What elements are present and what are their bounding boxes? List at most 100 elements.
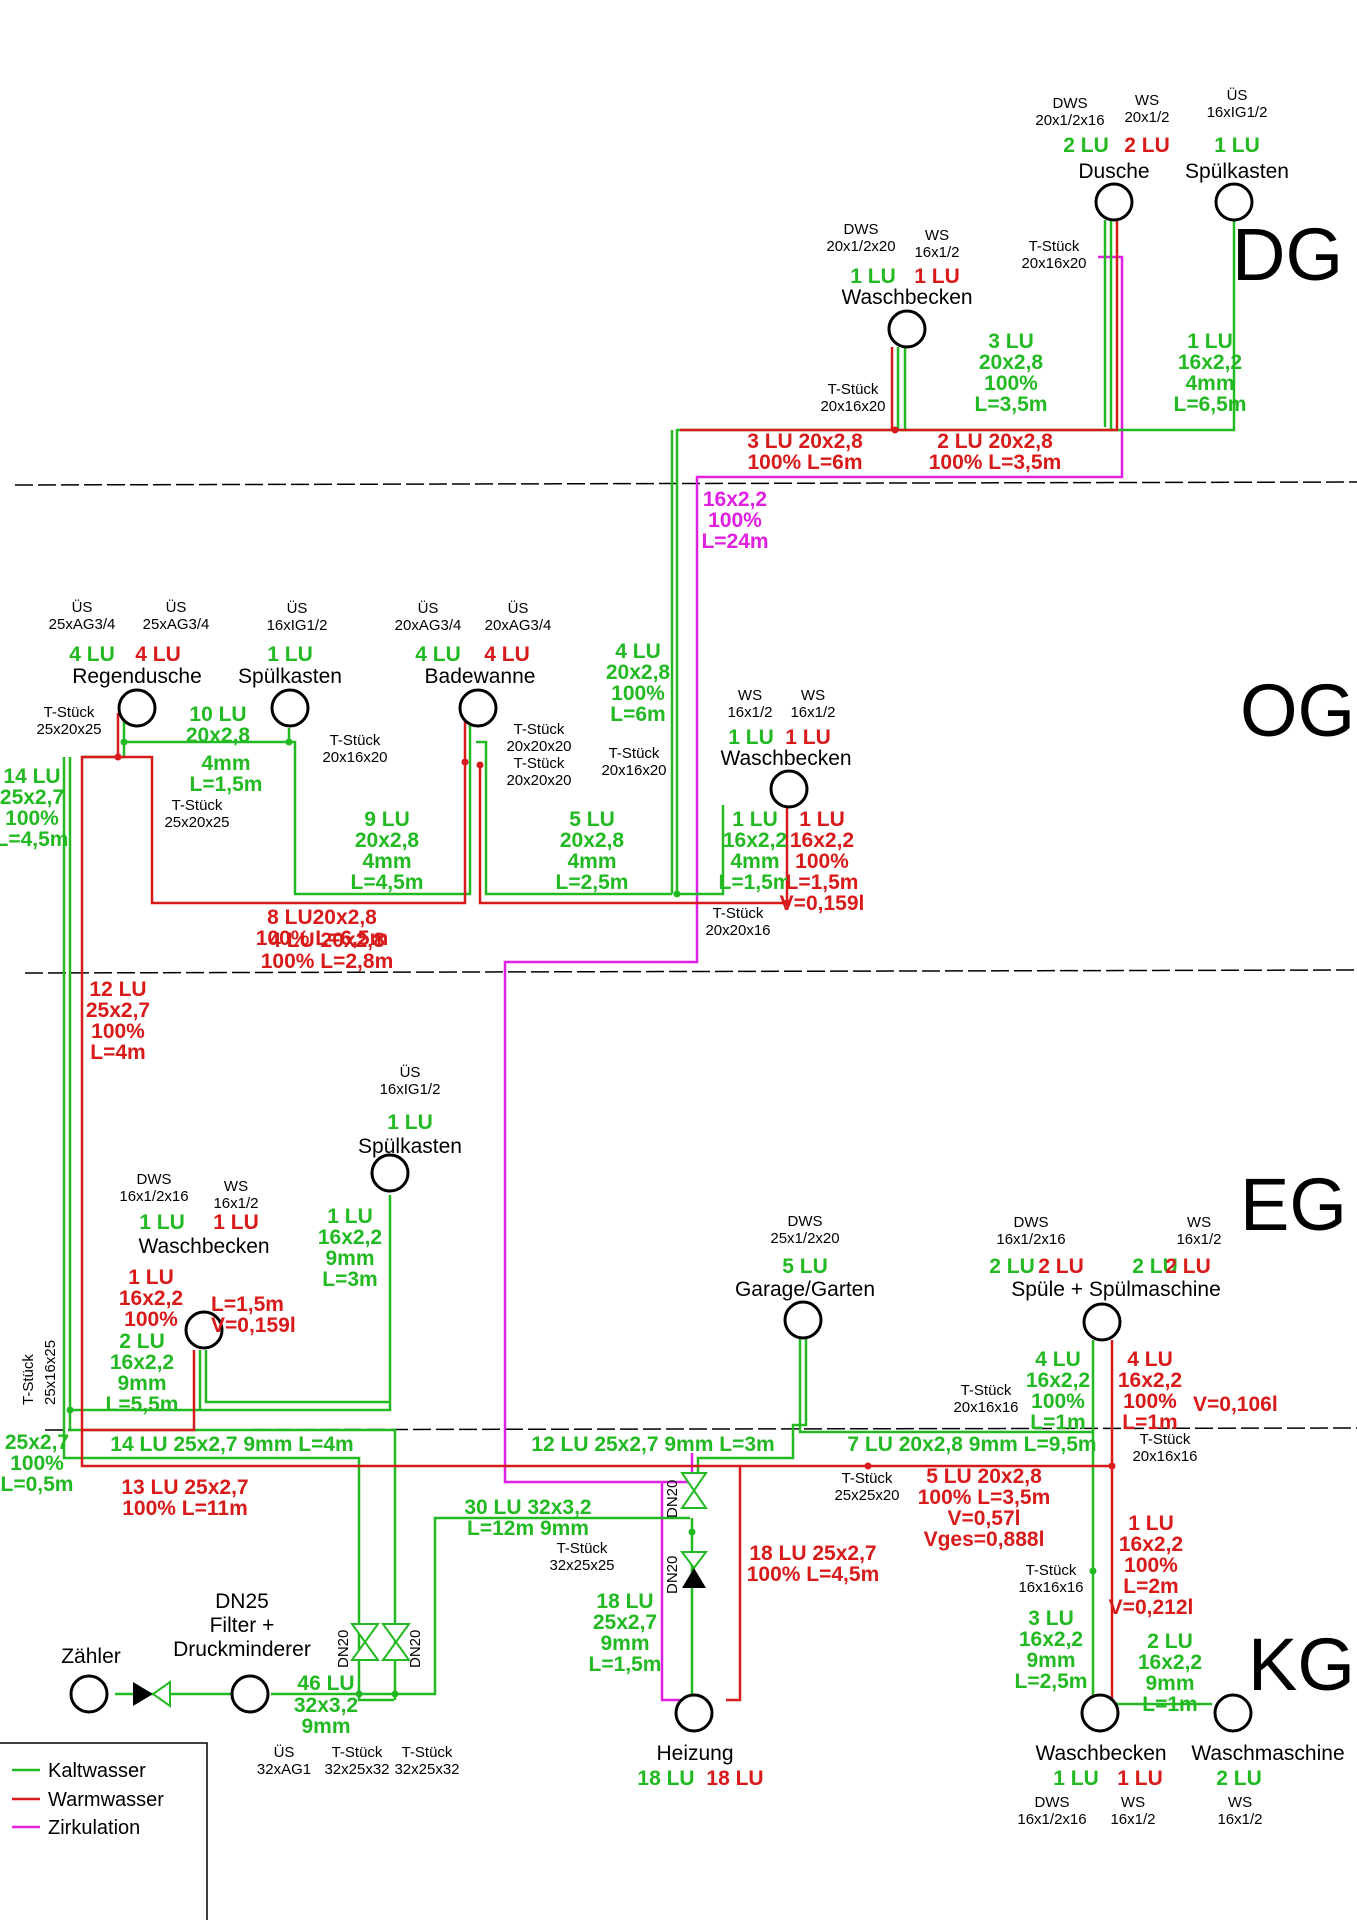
vertical-label: T-Stück [20, 1354, 37, 1405]
annotation-line: 1 LU [799, 808, 845, 831]
cold-eg-main [68, 1410, 397, 1700]
annotation-line: 9mm [600, 1632, 649, 1655]
ball-valve-icon [381, 1623, 411, 1661]
annotation-line: 20xAG3/4 [485, 617, 552, 634]
annotation-line: T-Stück [332, 1744, 383, 1761]
cold-eg-spuelkasten [70, 1195, 392, 1412]
annotation-line: 14 LU 25x2,7 9mm L=4m [110, 1433, 353, 1456]
annotation-line: V=0,159l [211, 1314, 296, 1337]
annotation-line: L=1,5m [589, 1653, 662, 1676]
legend-label-cold: Kaltwasser [48, 1760, 146, 1782]
annotation-line: 100% L=3,5m [929, 451, 1062, 474]
annotation-line: 100% [1123, 1390, 1177, 1413]
fixture-zaehler [69, 1674, 109, 1714]
cold-eg-garage [696, 1325, 808, 1482]
annotation-line: 16x1/2 [1110, 1811, 1155, 1828]
pipe-annotation: 1 LU [267, 643, 313, 666]
annotation-line: 8 LU20x2,8 [267, 906, 377, 929]
annotation-line: 2 LU [119, 1330, 165, 1353]
warm-main-down [80, 755, 742, 1702]
annotation-line: Druckminderer [173, 1638, 311, 1661]
pipe-annotation: 18 LU [706, 1767, 763, 1790]
floor-label-dg: DG [1232, 213, 1343, 296]
annotation-line: 100% [5, 807, 59, 830]
annotation-line: 100% [124, 1308, 178, 1331]
annotation-line: 100% [10, 1452, 64, 1475]
annotation-line: 25x2,7 [5, 1431, 69, 1454]
annotation-line: T-Stück [1140, 1431, 1191, 1448]
legend: Kaltwasser Warmwasser Zirkulation [0, 1742, 208, 1920]
annotation-line: 16x1/2 [727, 704, 772, 721]
pipe-annotation: Waschmaschine [1191, 1742, 1344, 1765]
annotation-line: 2 LU [1124, 134, 1170, 157]
vertical-label: 25x16x25 [42, 1340, 59, 1405]
annotation-line: 16x1/2 [213, 1195, 258, 1212]
cold-og-loop [124, 712, 472, 896]
vertical-labels: T-Stück 25x16x25 DN20 DN20 DN20 DN20 [20, 1340, 681, 1668]
fixture-spuelkasten-eg [370, 1153, 410, 1193]
pipe-annotation: 4 LU [135, 643, 181, 666]
annotation-line: ÜS [400, 1063, 421, 1081]
annotation-line: 2 LU [1165, 1255, 1211, 1278]
tee-dot [355, 1690, 363, 1698]
annotation-line: 18 LU [596, 1590, 653, 1613]
annotation-line: 32x25x32 [394, 1761, 459, 1778]
annotation-line: 16x2,2 [110, 1351, 174, 1374]
circulation-pipes [503, 255, 1124, 1702]
tee-dot [688, 1528, 696, 1536]
annotation-line: ÜS [166, 598, 187, 616]
annotation-line: 16x1/2 [914, 244, 959, 261]
annotation-line: 30 LU 32x3,2 [464, 1496, 591, 1519]
annotation-line: DWS [1053, 95, 1088, 112]
annotation-line: T-Stück [1026, 1562, 1077, 1579]
annotation-line: 1 LU [732, 808, 778, 831]
tee-dot [891, 426, 899, 434]
annotation-line: 1 LU [785, 726, 831, 749]
tee-dot [864, 1462, 872, 1470]
annotation-line: T-Stück [514, 721, 565, 738]
annotation-line: T-Stück [557, 1540, 608, 1557]
pipe-annotation: Spülkasten [1185, 160, 1289, 183]
annotation-line: 20x2,8 [606, 661, 671, 684]
annotation-line: 2 LU [1216, 1767, 1262, 1790]
annotation-line: 20x2,8 [979, 351, 1044, 374]
annotation-line: L=2m [1123, 1575, 1178, 1598]
legend-border [0, 1742, 208, 1920]
circulation-main [503, 255, 1124, 1484]
fixture-spuelkasten-dg [1214, 182, 1254, 222]
tee-dot [673, 890, 681, 898]
annotation-line: V=0,106l [1193, 1393, 1278, 1416]
annotation-line: ÜS [1227, 86, 1248, 104]
annotation-line: ÜS [287, 599, 308, 617]
annotation-line: 4 LU [69, 643, 115, 666]
valve-label-dn20: DN20 [407, 1630, 424, 1668]
pipe-annotation: Badewanne [425, 665, 536, 688]
annotation-line: DWS [844, 221, 879, 238]
annotation-line: L=1,5m [786, 871, 859, 894]
annotation-line: 2 LU [1038, 1255, 1084, 1278]
annotation-line: 100% L=3,5m [918, 1486, 1051, 1509]
annotation-line: 16x2,2 [119, 1287, 183, 1310]
annotation-line: 25x2,7 [0, 786, 64, 809]
